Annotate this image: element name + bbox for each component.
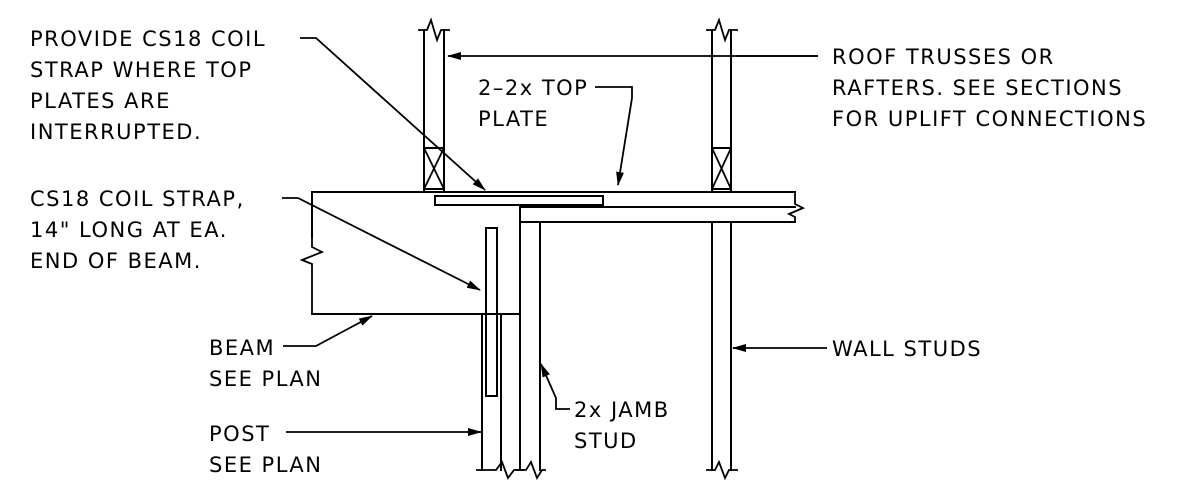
svg-text:RAFTERS. SEE SECTIONS: RAFTERS. SEE SECTIONS bbox=[832, 76, 1123, 100]
label-coil-strap-beam: CS18 COIL STRAP, 14" LONG AT EA. END OF … bbox=[30, 187, 245, 273]
jamb-stud bbox=[516, 221, 546, 481]
label-top-plate: 2–2x TOP PLATE bbox=[478, 76, 588, 131]
svg-text:14" LONG AT EA.: 14" LONG AT EA. bbox=[30, 218, 228, 242]
svg-text:STRAP WHERE TOP: STRAP WHERE TOP bbox=[30, 58, 252, 82]
svg-text:SEE PLAN: SEE PLAN bbox=[209, 453, 322, 477]
label-roof-trusses: ROOF TRUSSES OR RAFTERS. SEE SECTIONS FO… bbox=[832, 45, 1147, 131]
svg-text:2–2x TOP: 2–2x TOP bbox=[478, 76, 588, 100]
beam bbox=[299, 191, 521, 315]
label-beam: BEAM SEE PLAN bbox=[209, 336, 322, 391]
svg-text:BEAM: BEAM bbox=[209, 336, 275, 360]
wall-stud bbox=[706, 221, 738, 481]
svg-text:ROOF TRUSSES OR: ROOF TRUSSES OR bbox=[832, 45, 1055, 69]
svg-text:CS18 COIL STRAP,: CS18 COIL STRAP, bbox=[30, 187, 245, 211]
label-wall-studs: WALL STUDS bbox=[832, 337, 982, 361]
post bbox=[476, 206, 524, 480]
label-coil-strap-top: PROVIDE CS18 COIL STRAP WHERE TOP PLATES… bbox=[30, 27, 266, 144]
top-plate bbox=[311, 191, 806, 223]
coil-strap-post bbox=[485, 227, 498, 397]
svg-text:END OF BEAM.: END OF BEAM. bbox=[30, 249, 202, 273]
svg-text:PLATE: PLATE bbox=[478, 107, 549, 131]
svg-text:PROVIDE CS18 COIL: PROVIDE CS18 COIL bbox=[30, 27, 266, 51]
svg-text:2x JAMB: 2x JAMB bbox=[574, 398, 670, 422]
leaders bbox=[282, 37, 827, 436]
svg-text:WALL STUDS: WALL STUDS bbox=[832, 337, 982, 361]
svg-text:FOR UPLIFT CONNECTIONS: FOR UPLIFT CONNECTIONS bbox=[832, 107, 1147, 131]
svg-text:POST: POST bbox=[209, 422, 270, 446]
right-rafter bbox=[706, 17, 738, 193]
svg-text:STUD: STUD bbox=[574, 429, 638, 453]
svg-text:INTERRUPTED.: INTERRUPTED. bbox=[30, 120, 202, 144]
left-rafter bbox=[418, 17, 450, 193]
svg-text:PLATES ARE: PLATES ARE bbox=[30, 89, 171, 113]
coil-strap-top bbox=[434, 195, 604, 206]
svg-text:SEE PLAN: SEE PLAN bbox=[209, 367, 322, 391]
label-post: POST SEE PLAN bbox=[209, 422, 322, 477]
label-jamb-stud: 2x JAMB STUD bbox=[574, 398, 670, 453]
